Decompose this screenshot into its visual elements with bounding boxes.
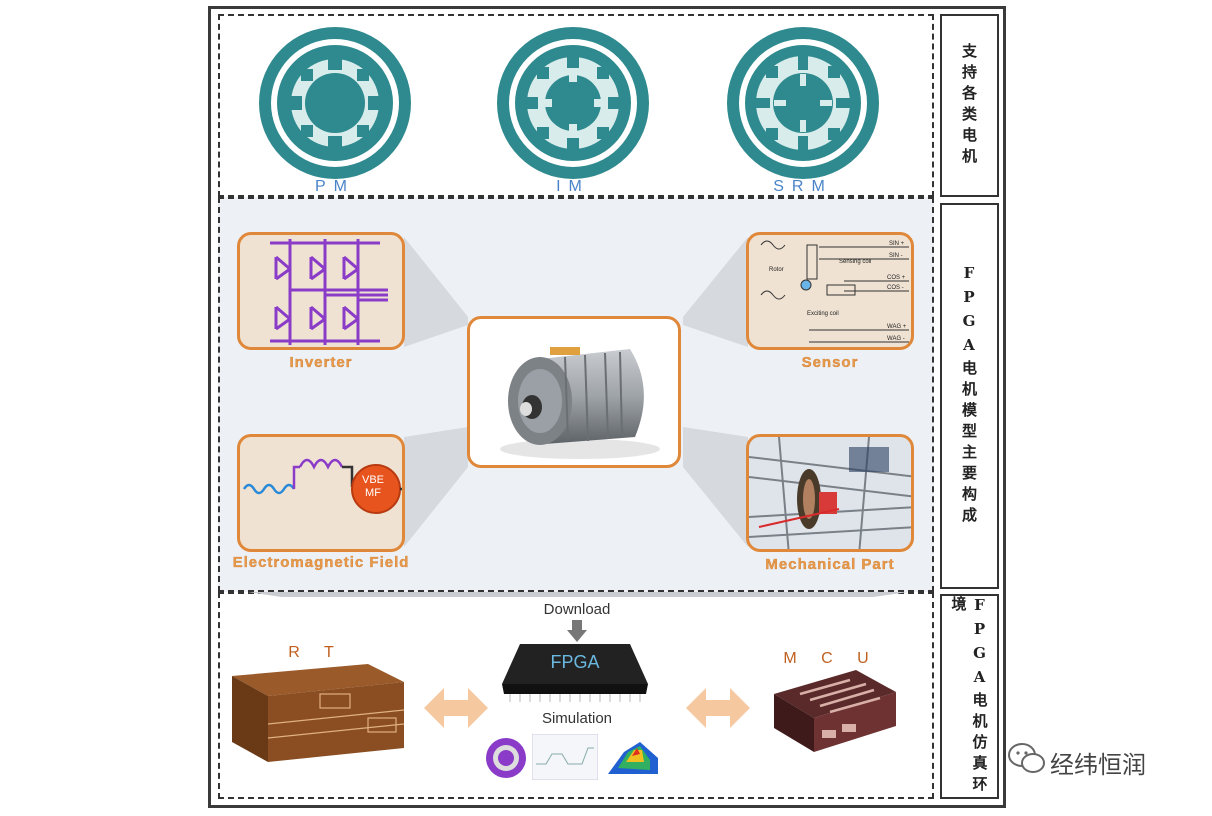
rotor-text: Rotor (769, 267, 784, 273)
wag-plus-text: WAG + (887, 324, 907, 330)
cos-minus-text: COS - (887, 285, 904, 291)
simulation-label: Simulation (541, 710, 613, 727)
projection-shapes (248, 237, 908, 597)
srm-label: SRM (773, 178, 833, 195)
em-field-label: Electromagnetic Field (232, 554, 410, 571)
pm-motor-icon (259, 27, 411, 179)
sin-minus-text: SIN - (889, 253, 903, 259)
im-label: IM (556, 178, 590, 195)
mechanical-box (746, 434, 914, 552)
im-motor-icon (497, 27, 649, 179)
vbemf-text: VBE MF (361, 474, 384, 499)
em-circuit-icon (242, 458, 402, 514)
side-label-motors: 支持各类电机 (940, 14, 999, 197)
side-label-model-text: FPGA电机模型主要构成 (960, 264, 978, 528)
fpga-mcu-arrow-icon (686, 688, 750, 728)
mechanical-label: Mechanical Part (765, 556, 895, 573)
motors-region (218, 14, 934, 197)
side-label-sim-text: FPGA电机仿真环境 (949, 596, 989, 797)
download-arrow-icon (567, 620, 587, 642)
inverter-circuit-icon (270, 239, 388, 345)
sin-plus-text: SIN + (889, 241, 905, 247)
sensor-box: Rotor Sensing coil Exciting coil SIN + S… (746, 232, 914, 350)
resolver-diagram-icon: Rotor Sensing coil Exciting coil SIN + S… (760, 240, 909, 343)
mechanical-part-image (749, 437, 911, 549)
pm-label: PM (315, 178, 355, 195)
mcu-device-icon (774, 670, 896, 752)
exciting-coil-text: Exciting coil (807, 311, 839, 317)
watermark-text: 经纬恒润 (1050, 751, 1146, 779)
electric-motor-image (500, 347, 660, 459)
side-label-motors-text: 支持各类电机 (960, 42, 978, 169)
rotor-thumbnail-icon (486, 738, 526, 778)
surface-plot-thumbnail-icon (604, 734, 664, 782)
wechat-icon (1008, 743, 1045, 773)
download-label: Download (543, 601, 611, 618)
em-field-box (237, 434, 405, 552)
wag-minus-text: WAG - (887, 336, 905, 342)
side-label-model: FPGA电机模型主要构成 (940, 203, 999, 589)
fpga-chip-icon (502, 644, 648, 702)
motor-image-box (467, 316, 681, 468)
rt-fpga-arrow-icon (424, 688, 488, 728)
srm-motor-icon (727, 27, 879, 179)
fpga-chip-label: FPGA (550, 652, 600, 672)
waveform-thumbnail-icon (532, 734, 598, 780)
rt-target-icon (232, 664, 405, 762)
outer-frame (208, 6, 1006, 808)
sensor-label: Sensor (801, 354, 859, 371)
cos-plus-text: COS + (887, 275, 906, 281)
mcu-label: M C U (783, 650, 879, 667)
sensing-coil-text: Sensing coil (839, 259, 871, 265)
inverter-label: Inverter (289, 354, 353, 371)
rt-label: R T (288, 644, 344, 661)
inverter-box (237, 232, 405, 350)
side-label-sim: FPGA电机仿真环境 (940, 594, 999, 799)
